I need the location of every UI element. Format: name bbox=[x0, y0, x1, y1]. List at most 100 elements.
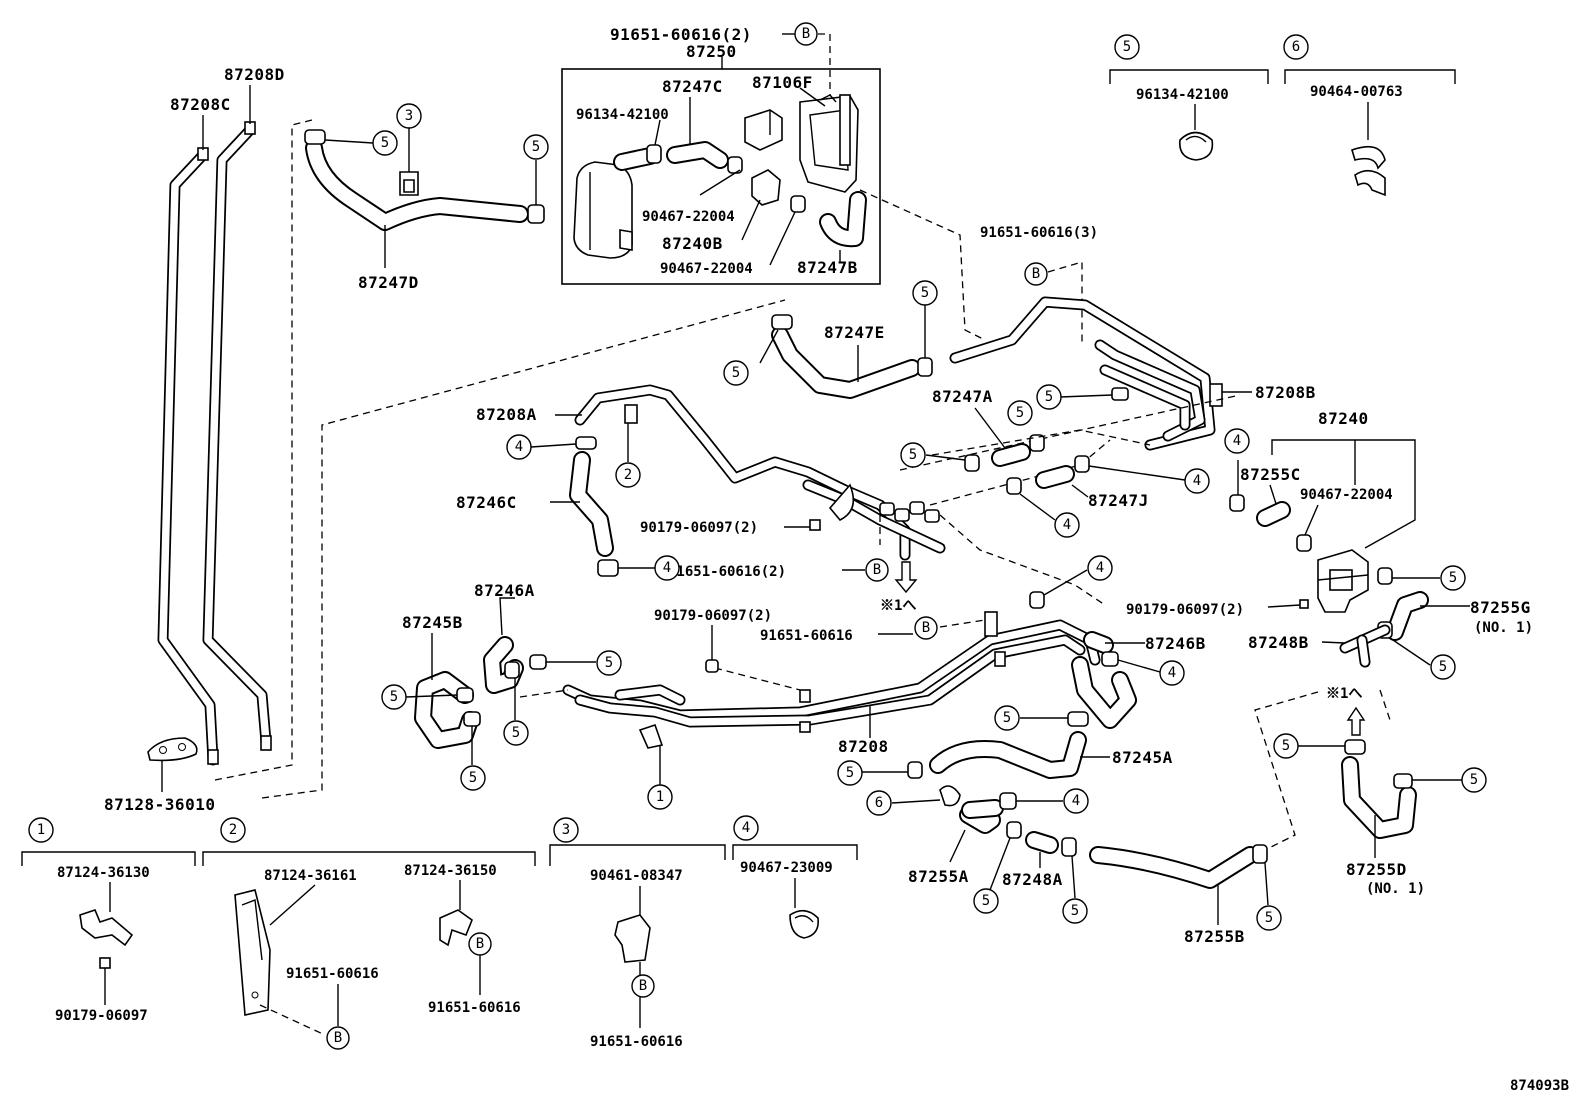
ref-1-b: ※1へ bbox=[1326, 686, 1362, 702]
pipe-87208b bbox=[949, 296, 1216, 451]
callout-5: 5 bbox=[1273, 733, 1299, 759]
hose-87247c bbox=[666, 141, 729, 169]
clamp-4-icon bbox=[789, 909, 820, 939]
hose-87255c bbox=[1256, 501, 1291, 527]
svg-text:4: 4 bbox=[1063, 517, 1071, 533]
hose-clamp bbox=[1029, 434, 1045, 452]
pipe-fitting bbox=[207, 749, 219, 765]
hose-87248a bbox=[1025, 831, 1059, 854]
callout-4: 4 bbox=[1184, 468, 1210, 494]
svg-text:5: 5 bbox=[1265, 910, 1273, 926]
hose-clamp bbox=[529, 654, 547, 670]
svg-text:5: 5 bbox=[1282, 738, 1290, 754]
label-87247a: 87247A bbox=[932, 387, 993, 406]
hose-clamp bbox=[1006, 821, 1022, 839]
callout-5: 5 bbox=[1430, 654, 1456, 680]
callout-5: 5 bbox=[912, 280, 938, 306]
grommet-87128 bbox=[147, 737, 198, 762]
svg-text:5: 5 bbox=[532, 139, 540, 155]
hose-clamp bbox=[1296, 534, 1312, 552]
svg-text:5: 5 bbox=[1449, 570, 1457, 586]
pipe-87208d bbox=[202, 124, 272, 748]
svg-text:5: 5 bbox=[605, 655, 613, 671]
hose-87255d bbox=[1341, 756, 1417, 839]
clip-6-icon bbox=[1351, 145, 1386, 197]
legend-2-part-a: 87124-36161 bbox=[264, 868, 357, 884]
label-87250: 87250 bbox=[686, 42, 737, 61]
canister bbox=[573, 161, 633, 259]
label-90467-22004-b: 90467-22004 bbox=[660, 261, 753, 277]
label-87246b: 87246B bbox=[1145, 634, 1206, 653]
label-87247b: 87247B bbox=[797, 258, 858, 277]
svg-text:5: 5 bbox=[1045, 389, 1053, 405]
label-87246c: 87246C bbox=[456, 493, 517, 512]
legend-3-part: 90461-08347 bbox=[590, 868, 683, 884]
nut bbox=[99, 957, 111, 969]
tee-87248b bbox=[1339, 624, 1391, 668]
callout-6: 6 bbox=[866, 790, 892, 816]
clip-2b-icon bbox=[439, 909, 473, 947]
legend-callout-3: 3 bbox=[553, 817, 579, 843]
svg-text:B: B bbox=[922, 620, 930, 636]
hose-clamp bbox=[1252, 844, 1268, 864]
label-87246a: 87246A bbox=[474, 581, 535, 600]
hose-clamp bbox=[1029, 591, 1045, 609]
svg-text:5: 5 bbox=[846, 765, 854, 781]
clip-6 bbox=[939, 785, 961, 807]
callout-5: 5 bbox=[460, 765, 486, 791]
pipe-bracket bbox=[799, 689, 811, 703]
callout-b: B bbox=[914, 616, 938, 640]
callout-5: 5 bbox=[1440, 565, 1466, 591]
label-91651-60616-single: 91651-60616 bbox=[760, 628, 853, 644]
valve-87240b bbox=[751, 169, 781, 206]
label-91651-60616-3: 91651-60616(3) bbox=[980, 225, 1098, 241]
legend-1-part: 87124-36130 bbox=[57, 865, 150, 881]
label-87247d: 87247D bbox=[358, 273, 419, 292]
callout-4: 4 bbox=[1224, 428, 1250, 454]
clip-1 bbox=[638, 723, 664, 749]
pipe-bracket bbox=[984, 611, 998, 637]
legend-6-part: 90464-00763 bbox=[1310, 84, 1403, 100]
pipe-bracket bbox=[994, 651, 1006, 667]
svg-text:6: 6 bbox=[875, 795, 883, 811]
hose-87247e bbox=[771, 326, 921, 399]
hose-clamp bbox=[304, 129, 326, 145]
svg-text:5: 5 bbox=[921, 285, 929, 301]
bolt bbox=[809, 519, 821, 531]
svg-text:B: B bbox=[639, 978, 647, 994]
clip-3 bbox=[399, 171, 419, 196]
callout-5: 5 bbox=[1461, 767, 1487, 793]
svg-text:4: 4 bbox=[1096, 560, 1104, 576]
hose-clamp bbox=[907, 761, 923, 779]
legend-2-part-b: 87124-36150 bbox=[404, 863, 497, 879]
callout-5: 5 bbox=[596, 650, 622, 676]
legend-callout-2: 2 bbox=[220, 817, 246, 843]
legend-2-sub-a: 91651-60616 bbox=[286, 966, 379, 982]
hose-87245a bbox=[929, 731, 1087, 779]
svg-text:5: 5 bbox=[381, 135, 389, 151]
callout-4: 4 bbox=[654, 555, 680, 581]
label-87240b: 87240B bbox=[662, 234, 723, 253]
callout-4: 4 bbox=[1054, 512, 1080, 538]
arrow-up bbox=[1346, 706, 1366, 736]
label-87247j: 87247J bbox=[1088, 491, 1149, 510]
legend-3-sub: 91651-60616 bbox=[590, 1034, 683, 1050]
svg-text:4: 4 bbox=[1168, 665, 1176, 681]
callout-b: B bbox=[468, 932, 492, 956]
callout-5: 5 bbox=[503, 720, 529, 746]
label-87255g: 87255G bbox=[1470, 598, 1531, 617]
svg-text:1: 1 bbox=[656, 789, 664, 805]
callout-5: 5 bbox=[1036, 384, 1062, 410]
callout-b: B bbox=[865, 558, 889, 582]
assembly-box-87250 bbox=[561, 68, 881, 285]
label-87208: 87208 bbox=[838, 737, 889, 756]
svg-text:1: 1 bbox=[37, 822, 45, 838]
hose-87255g bbox=[1386, 591, 1429, 641]
hose-clamp bbox=[1006, 477, 1022, 495]
hose-87255b bbox=[1089, 846, 1259, 889]
legend-callout-4: 4 bbox=[733, 815, 759, 841]
label-90179-06097-2a: 90179-06097(2) bbox=[640, 520, 758, 536]
label-87208b: 87208B bbox=[1255, 383, 1316, 402]
label-91651-60616-2b: 91651-60616(2) bbox=[668, 564, 786, 580]
